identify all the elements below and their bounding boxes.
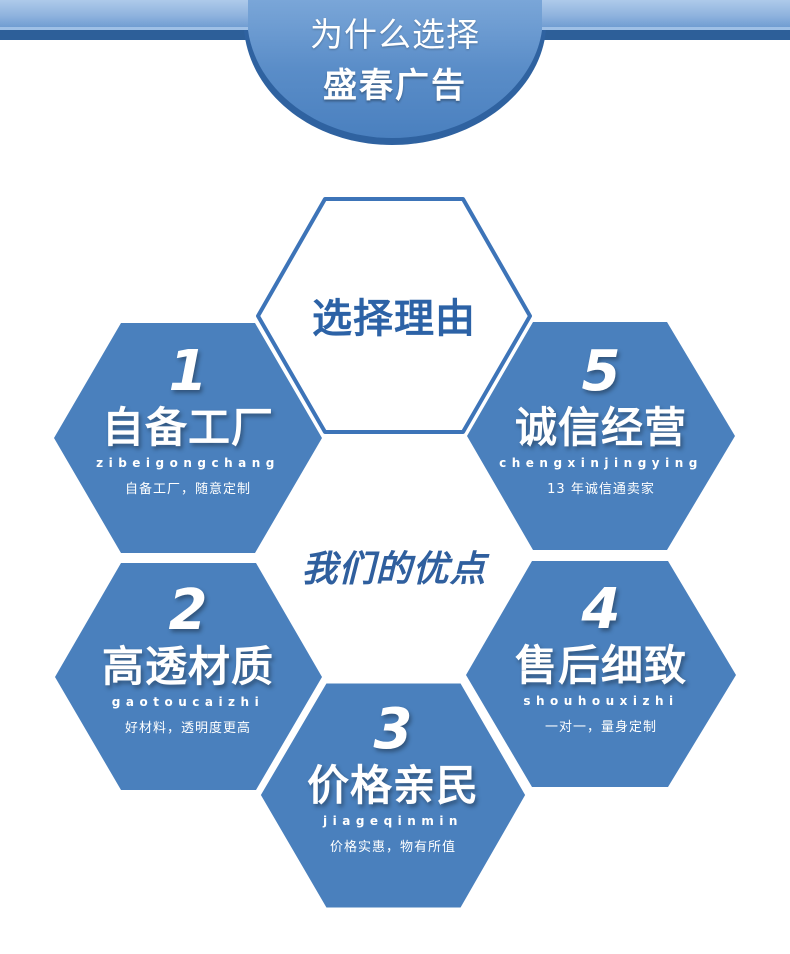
feature-pinyin: shouhouxizhi (523, 694, 679, 708)
feature-card-1: 1 自备工厂 zibeigongchang 自备工厂，随意定制 (53, 342, 323, 500)
center-title: 选择理由 (312, 296, 476, 342)
feature-number: 1 (168, 339, 208, 404)
feature-title: 诚信经营 (514, 403, 687, 452)
feature-number: 5 (581, 339, 621, 404)
feature-number: 3 (373, 697, 413, 762)
feature-title: 售后细致 (514, 641, 687, 690)
center-hexagon (256, 197, 532, 434)
feature-pinyin: zibeigongchang (96, 456, 280, 470)
feature-number: 4 (581, 577, 621, 642)
hexagon-3 (255, 678, 531, 913)
feature-title: 价格亲民 (306, 761, 479, 810)
header-title-line2: 盛春广告 (323, 66, 467, 106)
feature-card-2: 2 高透材质 gaotoucaizhi 好材料，透明度更高 (53, 581, 323, 739)
header-badge (244, 0, 546, 145)
feature-description: 好材料，透明度更高 (124, 721, 251, 736)
feature-title: 高透材质 (101, 642, 274, 691)
hexagon-5 (467, 322, 735, 550)
center-subtitle: 我们的优点 (301, 549, 487, 590)
hexagon-1 (54, 323, 322, 553)
feature-card-3: 3 价格亲民 jiageqinmin 价格实惠，物有所值 (258, 700, 528, 858)
feature-description: 一对一，量身定制 (544, 720, 657, 735)
feature-description: 13 年诚信通卖家 (547, 482, 655, 497)
hexagon-4 (466, 561, 736, 787)
feature-card-5: 5 诚信经营 chengxinjingying 13 年诚信通卖家 (466, 342, 736, 500)
header-title-line1: 为什么选择 (310, 15, 480, 54)
feature-pinyin: chengxinjingying (499, 456, 703, 470)
hexagon-2 (55, 563, 322, 790)
feature-description: 价格实惠，物有所值 (329, 840, 456, 855)
feature-number: 2 (168, 578, 208, 643)
feature-description: 自备工厂，随意定制 (124, 482, 251, 497)
feature-pinyin: gaotoucaizhi (111, 695, 265, 709)
feature-card-4: 4 售后细致 shouhouxizhi 一对一，量身定制 (466, 580, 736, 738)
feature-title: 自备工厂 (101, 403, 274, 452)
feature-pinyin: jiageqinmin (323, 814, 463, 828)
